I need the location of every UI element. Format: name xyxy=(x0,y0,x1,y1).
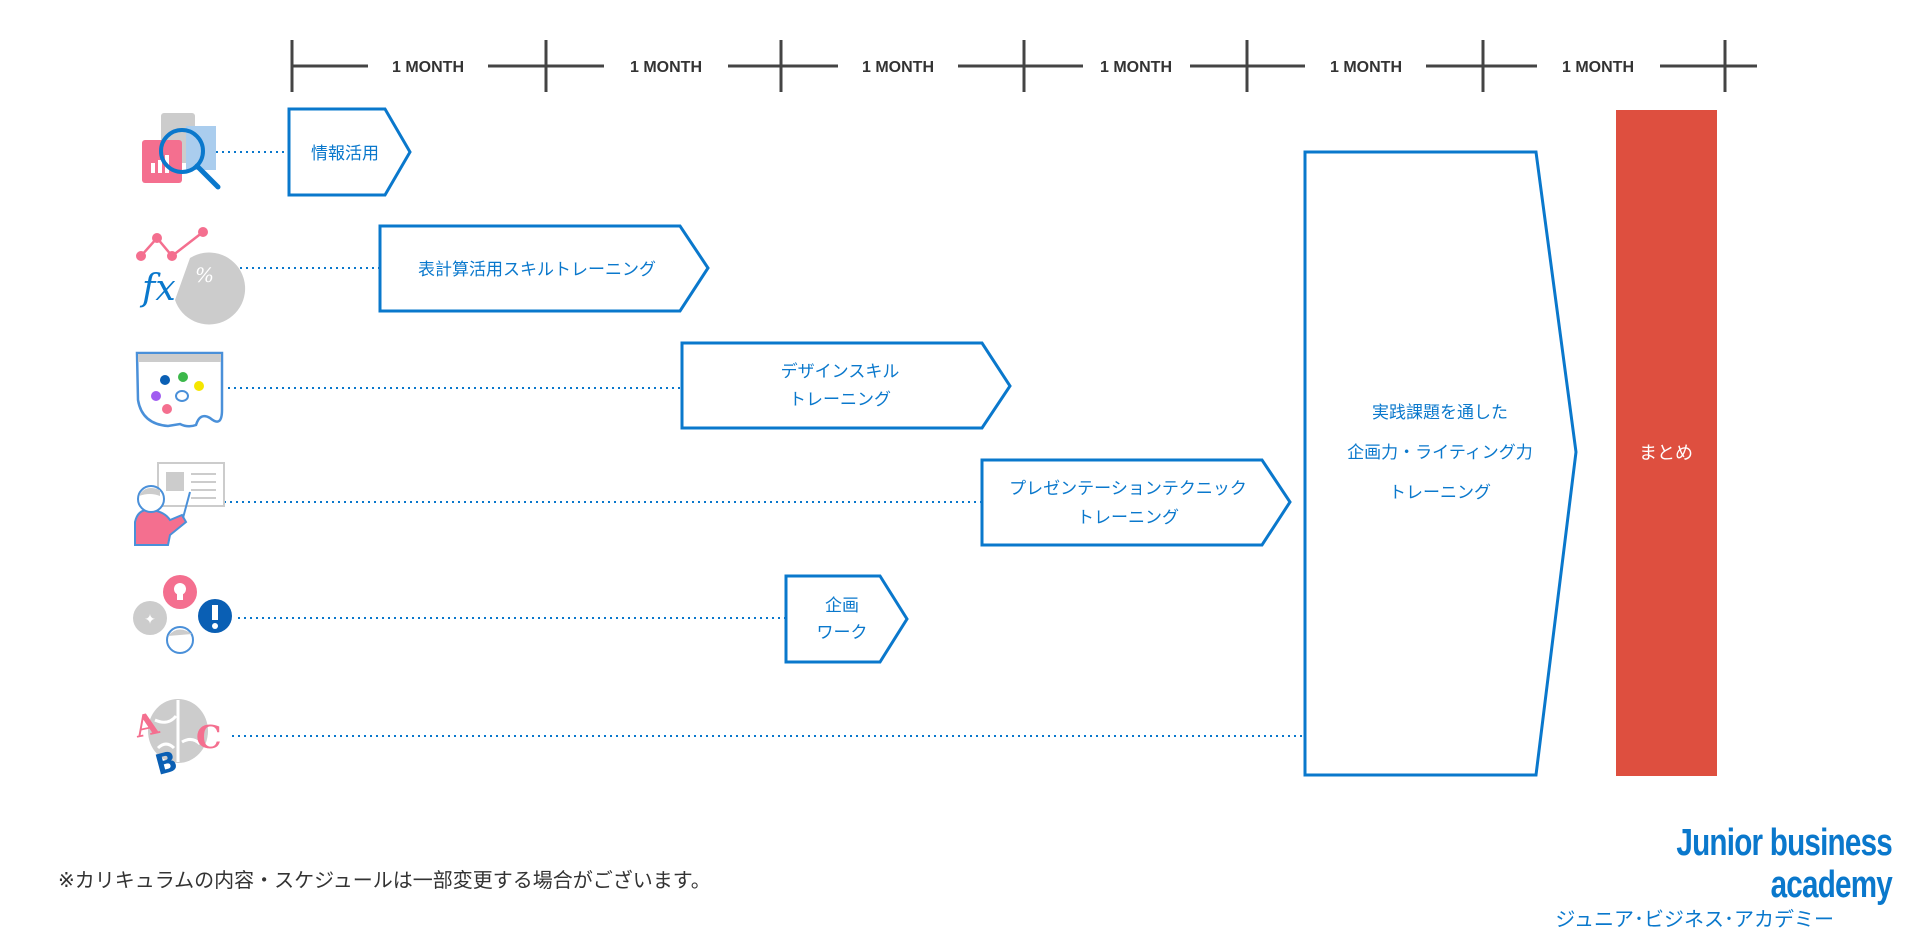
course-label: 表計算活用スキルトレーニング xyxy=(418,260,656,280)
course-label: プレゼンテーションテクニック xyxy=(1009,479,1247,499)
course-box-planning xyxy=(784,574,909,664)
month-label: 1 MONTH xyxy=(1100,59,1172,76)
month-label: 1 MONTH xyxy=(630,59,702,76)
design-palette-icon xyxy=(135,351,224,428)
svg-text:%: % xyxy=(195,263,214,287)
svg-text:fx: fx xyxy=(139,268,176,309)
course-label: トレーニング xyxy=(789,390,891,410)
presenter-icon xyxy=(134,462,225,546)
practice-label: 企画力・ライティング力 xyxy=(1347,443,1533,463)
schedule-note: ※カリキュラムの内容・スケジュールは一部変更する場合がございます。 xyxy=(58,868,711,892)
month-label: 1 MONTH xyxy=(392,59,464,76)
logo-english: Junior business academy xyxy=(1676,822,1892,906)
course-label: トレーニング xyxy=(1077,508,1179,528)
course-label: 企画 xyxy=(825,596,859,616)
idea-bubbles-icon: ✦ xyxy=(133,575,232,654)
course-box-practice xyxy=(1303,150,1578,777)
practice-label: 実践課題を通した xyxy=(1372,403,1508,423)
course-box-design xyxy=(680,341,1012,430)
month-label: 1 MONTH xyxy=(862,59,934,76)
spreadsheet-function-icon: % fx xyxy=(136,227,246,325)
course-box-spreadsheet xyxy=(378,224,710,313)
course-label: ワーク xyxy=(817,623,868,643)
course-box-presentation xyxy=(980,458,1292,547)
course-label: デザインスキル xyxy=(781,361,900,382)
logo-japanese: ジュニア･ビジネス･アカデミー xyxy=(1555,907,1834,931)
practice-label: トレーニング xyxy=(1389,483,1491,503)
timeline xyxy=(290,40,1757,92)
svg-text:✦: ✦ xyxy=(144,612,156,628)
brand-logo: Junior business academy ジュニア･ビジネス･アカデミー xyxy=(1512,822,1892,932)
course-label: 情報活用 xyxy=(311,144,379,164)
summary-bar xyxy=(1616,110,1717,776)
month-label: 1 MONTH xyxy=(1562,59,1634,76)
magnifier-documents-icon xyxy=(142,113,221,190)
summary-label: まとめ xyxy=(1639,443,1693,464)
month-label: 1 MONTH xyxy=(1330,59,1402,76)
abc-brain-icon: A C B xyxy=(131,699,221,782)
svg-text:C: C xyxy=(196,718,221,756)
course-box-information xyxy=(287,107,412,197)
